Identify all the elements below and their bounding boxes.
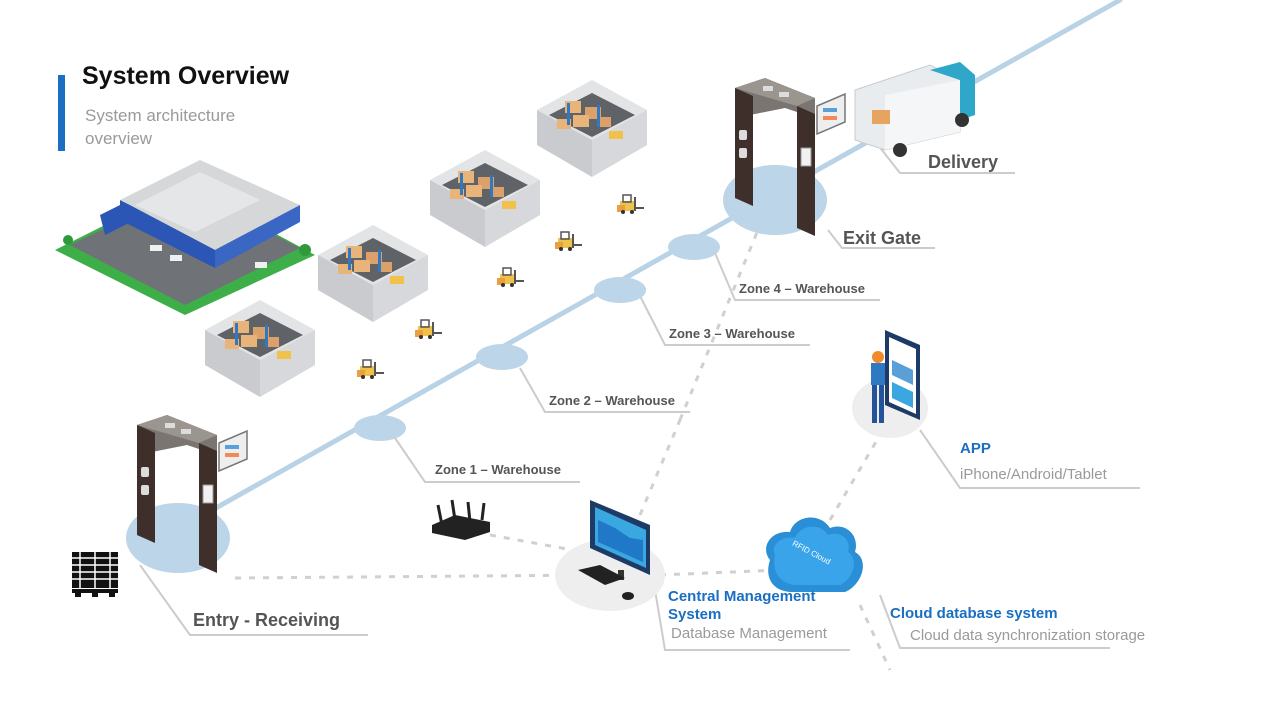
cloud-icon: RFID Cloud bbox=[766, 517, 863, 592]
warehouse-room-icon bbox=[205, 300, 315, 397]
warehouse-building-icon bbox=[55, 160, 315, 315]
tablet-user-icon bbox=[871, 330, 920, 423]
delivery-label: Delivery bbox=[928, 152, 999, 172]
zone-1-label: Zone 1 – Warehouse bbox=[435, 462, 561, 477]
forklift-icon bbox=[356, 359, 385, 380]
cms-subtitle: Database Management bbox=[671, 625, 827, 642]
pallet-icon bbox=[72, 552, 118, 597]
cloud-subtitle: Cloud data synchronization storage bbox=[910, 627, 1146, 644]
page-title: System Overview bbox=[82, 62, 290, 90]
warehouse-room-icon bbox=[537, 80, 647, 177]
cloud-title: Cloud database system bbox=[890, 605, 1058, 622]
page-subtitle: System architecture overview bbox=[85, 106, 236, 148]
warehouse-room-icon bbox=[430, 150, 540, 247]
app-subtitle: iPhone/Android/Tablet bbox=[960, 466, 1107, 483]
delivery-truck-icon bbox=[854, 62, 975, 157]
router-icon bbox=[432, 499, 490, 540]
exit-gate-label: Exit Gate bbox=[843, 228, 922, 248]
zone-2-node bbox=[476, 344, 528, 370]
zone-3-node bbox=[594, 277, 646, 303]
forklift-icon bbox=[414, 319, 443, 340]
forklift-icon bbox=[616, 194, 645, 215]
warehouse-room-icon bbox=[318, 225, 428, 322]
callout-lines bbox=[139, 144, 1140, 651]
computer-monitor-icon bbox=[578, 500, 650, 600]
network-links bbox=[234, 224, 892, 671]
zone-3-label: Zone 3 – Warehouse bbox=[669, 326, 795, 341]
cms-title: Central Management System bbox=[668, 588, 816, 623]
header-accent-bar bbox=[58, 75, 65, 151]
zone-4-node bbox=[668, 234, 720, 260]
forklift-icon bbox=[496, 267, 525, 288]
entry-receiving-label: Entry - Receiving bbox=[193, 610, 341, 630]
zone-1-node bbox=[354, 415, 406, 441]
app-title: APP bbox=[960, 440, 991, 457]
zone-2-label: Zone 2 – Warehouse bbox=[549, 393, 675, 408]
forklift-icon bbox=[554, 231, 583, 252]
zone-4-label: Zone 4 – Warehouse bbox=[739, 281, 865, 296]
